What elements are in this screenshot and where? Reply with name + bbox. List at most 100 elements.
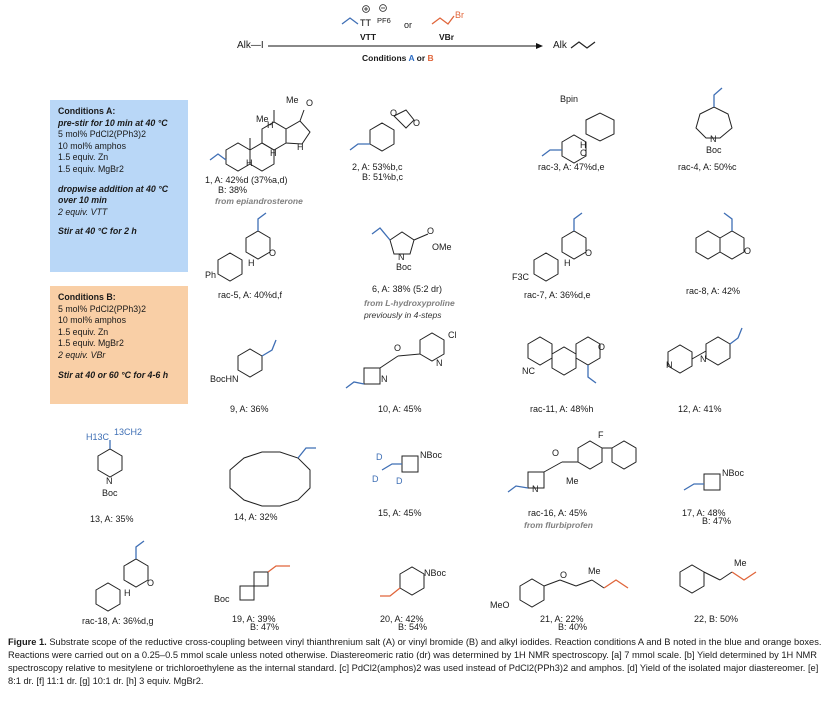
atom-me: Me: [566, 476, 579, 486]
atom-n: N: [436, 358, 443, 368]
compound-label-2: 2, A: 53%b,c: [352, 162, 403, 172]
atom-nboc: NBoc: [420, 450, 443, 460]
atom-o: O: [580, 148, 588, 158]
atom-h: H: [270, 148, 277, 158]
conditions-a-title: Conditions A:: [58, 106, 116, 116]
conditions-a-step1: pre-stir for 10 min at 40 °C: [58, 117, 168, 128]
figure-caption: Figure 1. Substrate scope of the reducti…: [8, 636, 824, 688]
atom-nc: NC: [522, 366, 535, 376]
compound-label-13: 13, A: 35%: [90, 514, 134, 524]
atom-f3c: F3C: [512, 272, 530, 282]
atom-n: N: [532, 484, 539, 494]
conditions-b-line: 2 equiv. VBr: [58, 349, 106, 360]
conditions-a-box: Conditions A: pre-stir for 10 min at 40 …: [50, 100, 188, 272]
atom-me: Me: [588, 566, 601, 576]
reagent-or: or: [404, 20, 413, 30]
compound-label-12: 12, A: 41%: [678, 404, 722, 414]
compound-label2-1: B: 38%: [218, 185, 248, 195]
compound-label-3: rac-3, A: 47%d,e: [538, 162, 605, 172]
atom-o: O: [394, 343, 402, 353]
conditions-a-reagent: 2 equiv. VTT: [58, 206, 108, 217]
conditions-a-step2: dropwise addition at 40 °C over 10 min: [58, 183, 169, 206]
atom-nboc: NBoc: [424, 568, 447, 578]
reaction-arrow-graphic: TT: [268, 4, 596, 49]
compound-label2-21: B: 40%: [558, 622, 588, 632]
compound-label2-19: B: 47%: [250, 622, 280, 632]
atom-bochn: BocHN: [210, 374, 239, 384]
reactant-alkyl-iodide: Alk—I: [237, 40, 264, 51]
compound-note-1: from epiandrosterone: [215, 196, 303, 206]
compound-label-20: 20, A: 42%: [380, 614, 424, 624]
atom-h: H: [267, 120, 274, 130]
atom-n: N: [106, 476, 113, 486]
compound-label-6: 6, A: 38% (5:2 dr): [372, 284, 443, 294]
conditions-label: Conditions A or B: [362, 53, 434, 63]
conditions-b-box: Conditions B: 5 mol% PdCl2(PPh3)2 10 mol…: [50, 286, 188, 404]
conditions-or: or: [416, 53, 426, 63]
compound-label-1: 1, A: 42%d (37%a,d): [205, 175, 288, 185]
atom-h: H: [246, 158, 253, 168]
compound-note-6: from L-hydroxyproline: [364, 298, 455, 308]
atom-h: H: [297, 142, 304, 152]
compound-label-21: 21, A: 22%: [540, 614, 584, 624]
compound-label2-20: B: 54%: [398, 622, 428, 632]
conditions-prefix: Conditions: [362, 53, 407, 63]
compound-label-5: rac-5, A: 40%d,f: [218, 290, 283, 300]
compound-label-17: 17, A: 48%: [682, 508, 726, 518]
conditions-a-line: 10 mol% amphos: [58, 140, 126, 151]
svg-text:TT: TT: [360, 18, 371, 28]
atom-n: N: [398, 252, 405, 262]
atom-n: N: [666, 360, 673, 370]
compound-label2-17: B: 47%: [702, 516, 732, 526]
compound-label-4: rac-4, A: 50%c: [678, 162, 737, 172]
atom-o: O: [147, 578, 155, 588]
structure-1: [225, 109, 311, 172]
conditions-b-title: Conditions B:: [58, 292, 116, 302]
bromine-atom: Br: [455, 10, 464, 20]
atom-n: N: [710, 134, 717, 144]
pf6-counterion: PF6: [377, 16, 391, 25]
caption-title: Figure 1.: [8, 637, 47, 647]
atom-o: O: [306, 98, 314, 108]
atom-o: O: [552, 448, 560, 458]
atom-o: O: [269, 248, 277, 258]
structure-drawings: [95, 87, 757, 612]
atom-o: O: [427, 226, 435, 236]
compound-note2-6: previously in 4-steps: [364, 310, 442, 320]
atom-13ch2: 13CH2: [114, 427, 143, 437]
conditions-a-line: 1.5 equiv. Zn: [58, 152, 109, 163]
atom-o: O: [413, 118, 421, 128]
atom-me: Me: [286, 95, 299, 105]
atom-boc: Boc: [396, 262, 412, 272]
conditions-a-letter: A: [408, 53, 415, 63]
compound-label-14: 14, A: 32%: [234, 512, 278, 522]
conditions-a-step3: Stir at 40 °C for 2 h: [58, 226, 137, 237]
atom-n: N: [381, 374, 388, 384]
atom-d: D: [372, 474, 379, 484]
compound-label-18: rac-18, A: 36%d,g: [82, 616, 154, 626]
conditions-a-line: 5 mol% PdCl2(PPh3)2: [58, 129, 147, 140]
atom-o: O: [744, 246, 752, 256]
atom-ph: Ph: [205, 270, 217, 280]
atom-me: Me: [734, 558, 747, 568]
compound-label-19: 19, A: 39%: [232, 614, 276, 624]
compound-label-8: rac-8, A: 42%: [686, 286, 741, 296]
atom-meo: MeO: [490, 600, 510, 610]
atom-ome: OMe: [432, 242, 452, 252]
atom-h: H: [564, 258, 571, 268]
conditions-b-line: 5 mol% PdCl2(PPh3)2: [58, 303, 147, 314]
compound-label2-2: B: 51%b,c: [362, 172, 404, 182]
atom-bpin: Bpin: [560, 94, 579, 104]
atom-n: N: [700, 354, 707, 364]
compound-label-16: rac-16, A: 45%: [528, 508, 588, 518]
atom-o: O: [390, 108, 398, 118]
atom-h: H: [580, 140, 587, 150]
compound-label-7: rac-7, A: 36%d,e: [524, 290, 591, 300]
atom-h13c: H13C: [86, 432, 110, 442]
compound-label-9: 9, A: 36%: [230, 404, 269, 414]
atom-nboc: NBoc: [722, 468, 745, 478]
atom-cl: Cl: [448, 330, 457, 340]
conditions-a-line: 1.5 equiv. MgBr2: [58, 163, 124, 174]
conditions-b-line: 1.5 equiv. Zn: [58, 326, 109, 337]
atom-me: Me: [256, 114, 269, 124]
